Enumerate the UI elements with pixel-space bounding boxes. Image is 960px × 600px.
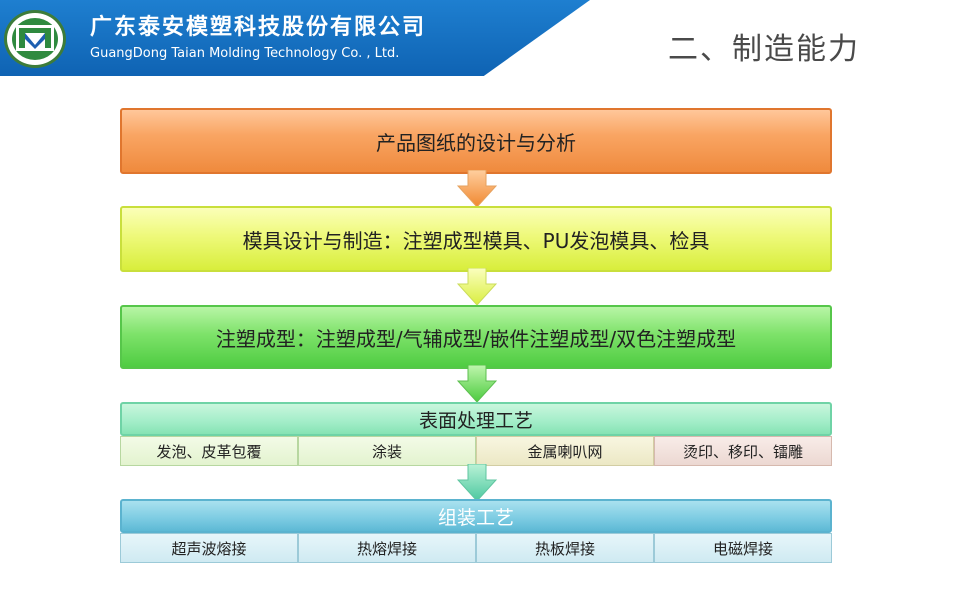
list-item: 超声波熔接	[120, 533, 298, 563]
step-label: 组装工艺	[437, 506, 514, 529]
down-arrow-icon	[457, 170, 497, 208]
down-arrow-icon	[457, 464, 497, 502]
step-label: 产品图纸的设计与分析	[376, 130, 576, 155]
list-item: 热板焊接	[476, 533, 654, 563]
step-label: 注塑成型：注塑成型/气辅成型/嵌件注塑成型/双色注塑成型	[215, 326, 737, 351]
header-banner: 广东泰安模塑科技股份有限公司 GuangDong Taian Molding T…	[0, 0, 590, 76]
list-item: 电磁焊接	[654, 533, 832, 563]
company-logo	[4, 10, 66, 68]
company-name-cn: 广东泰安模塑科技股份有限公司	[90, 15, 427, 40]
logo-m-icon	[16, 25, 54, 51]
list-item: 热熔焊接	[298, 533, 476, 563]
step-design-analysis: 产品图纸的设计与分析	[120, 108, 832, 174]
list-item: 涂装	[298, 436, 476, 466]
step-injection-molding: 注塑成型：注塑成型/气辅成型/嵌件注塑成型/双色注塑成型	[120, 305, 832, 369]
list-item: 发泡、皮革包覆	[120, 436, 298, 466]
surface-treatment-items: 发泡、皮革包覆 涂装 金属喇叭网 烫印、移印、镭雕	[120, 436, 832, 466]
step-surface-treatment: 表面处理工艺	[120, 402, 832, 436]
section-title: 二、制造能力	[668, 32, 860, 67]
step-label: 模具设计与制造：注塑成型模具、PU发泡模具、检具	[242, 228, 710, 253]
step-label: 表面处理工艺	[418, 409, 533, 432]
company-name-en: GuangDong Taian Molding Technology Co. ,…	[90, 46, 400, 61]
down-arrow-icon	[457, 268, 497, 306]
assembly-items: 超声波熔接 热熔焊接 热板焊接 电磁焊接	[120, 533, 832, 563]
down-arrow-icon	[457, 365, 497, 403]
list-item: 金属喇叭网	[476, 436, 654, 466]
step-mold-design: 模具设计与制造：注塑成型模具、PU发泡模具、检具	[120, 206, 832, 272]
step-assembly: 组装工艺	[120, 499, 832, 533]
list-item: 烫印、移印、镭雕	[654, 436, 832, 466]
